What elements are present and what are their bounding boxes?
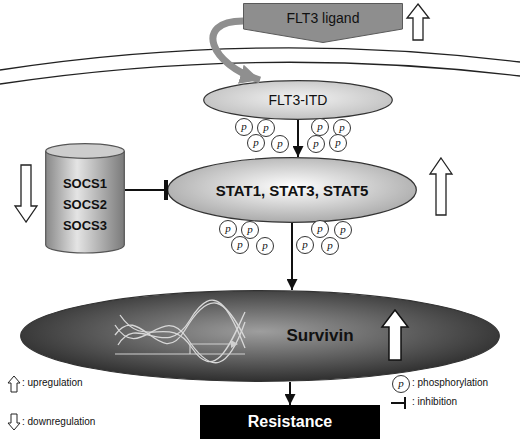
ellipse-shape	[168, 158, 417, 223]
up-arrow-symbol	[407, 4, 429, 40]
legend-text: : inhibition	[412, 396, 457, 407]
membrane-line	[0, 48, 520, 70]
survivin-label: Survivin	[286, 326, 353, 346]
legend-down-symbol	[8, 414, 20, 430]
ellipse-shape	[21, 291, 500, 382]
phosphorylation-mark: p	[235, 118, 253, 136]
phosphorylation-mark: p	[271, 135, 289, 153]
phosphorylation-mark: p	[307, 135, 325, 153]
legend-up-symbol	[8, 376, 20, 392]
stat-ellipse: STAT1, STAT3, STAT5	[167, 157, 417, 223]
receptor-label: FLT3-ITD	[269, 92, 328, 108]
legend-inhibition-symbol	[391, 397, 405, 409]
ligand-shape	[244, 4, 403, 43]
ligand-label: FLT3 ligand	[287, 10, 360, 26]
phosphorylation-mark: p	[256, 237, 274, 255]
cylinder-body	[46, 151, 125, 253]
socs-label: SOCS1	[63, 176, 107, 191]
phosphorylation-mark: p	[296, 236, 314, 254]
arrow-connector	[289, 382, 291, 405]
dna-baseline	[115, 353, 245, 354]
outcome-label: Resistance	[248, 413, 333, 431]
phosphorylation-mark: p	[247, 134, 265, 152]
phosphorylation-mark: p	[329, 134, 347, 152]
stat-label: STAT1, STAT3, STAT5	[216, 182, 369, 199]
legend-text: : phosphorylation	[412, 377, 488, 388]
phosphorylation-mark: p	[392, 375, 410, 393]
phosphorylation-mark: p	[219, 220, 237, 238]
phosphorylation-mark: p	[311, 118, 329, 136]
phosphorylation-mark: p	[311, 220, 329, 238]
legend-text: : downregulation	[22, 416, 95, 427]
legend-text: : upregulation	[22, 377, 83, 388]
up-arrow-symbol	[430, 158, 452, 215]
socs-cylinder: SOCS1SOCS2SOCS3	[45, 143, 125, 253]
receptor-ellipse: FLT3-ITD	[203, 80, 393, 120]
inhibition-connector	[125, 189, 167, 191]
node-outline	[20, 290, 500, 382]
ellipse-shape	[204, 81, 393, 120]
survivin-ellipse: Survivin	[20, 290, 500, 382]
cylinder-top	[46, 144, 125, 159]
box-shape	[200, 405, 380, 439]
phosphorylation-mark: p	[334, 221, 352, 239]
membrane-line	[0, 62, 520, 84]
outcome-box: Resistance	[200, 405, 380, 439]
socs-label: SOCS3	[63, 218, 107, 233]
arrow-connector	[291, 223, 293, 290]
socs-label: SOCS2	[63, 197, 107, 212]
ligand-banner: FLT3 ligand	[243, 3, 403, 43]
phosphorylation-mark: p	[321, 237, 339, 255]
down-arrow-symbol	[15, 165, 37, 222]
phosphorylation-mark: p	[231, 236, 249, 254]
arrow-connector	[297, 120, 299, 157]
